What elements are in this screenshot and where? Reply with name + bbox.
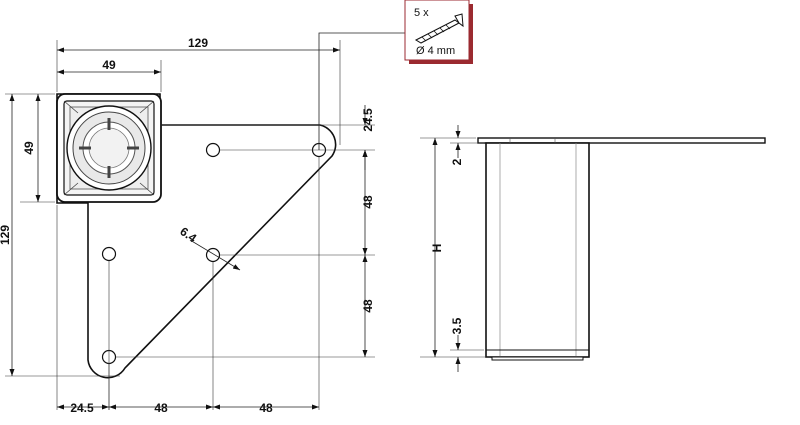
side-leg: [485, 142, 590, 358]
screw-leader-line: [318, 32, 405, 150]
side-view: 2 H 3.5: [420, 125, 766, 372]
center-lines: [5, 40, 375, 410]
dim-vertical-spacing-2: 48: [361, 299, 375, 313]
dim-plate-thickness: 2: [450, 158, 464, 165]
dim-overall-height: 129: [0, 225, 12, 245]
screw-holes: [101, 142, 327, 365]
dim-horizontal-spacing-2: 48: [259, 401, 273, 415]
plan-dimensions: 129 49 49 129 24.5 48 48 24.5 48 48 6.4: [0, 36, 375, 415]
dim-vertical-spacing-1: 48: [361, 195, 375, 209]
dim-left-offset: 24.5: [70, 401, 94, 415]
screw-hole: [205, 142, 221, 158]
plan-view: 129 49 49 129 24.5 48 48 24.5 48 48 6.4: [0, 32, 405, 415]
screw-hole: [101, 246, 117, 262]
screw-callout: 5 x Ø 4 mm: [404, 0, 473, 64]
dim-socket-height: 49: [22, 141, 36, 155]
screw-hole: [205, 247, 221, 263]
dim-height: H: [430, 244, 444, 253]
dim-top-offset: 24.5: [361, 108, 375, 132]
leg-socket: [56, 93, 162, 203]
dim-horizontal-spacing-1: 48: [154, 401, 168, 415]
screw-diameter: Ø 4 mm: [416, 45, 455, 57]
dim-overall-width: 129: [188, 36, 208, 50]
screw-icon: [414, 13, 464, 44]
dim-bottom-offset: 3.5: [450, 317, 464, 334]
side-dimensions: 2 H 3.5: [430, 125, 464, 372]
side-plate: [477, 137, 766, 144]
screw-count: 5 x: [414, 7, 429, 19]
dim-socket-width: 49: [102, 58, 116, 72]
